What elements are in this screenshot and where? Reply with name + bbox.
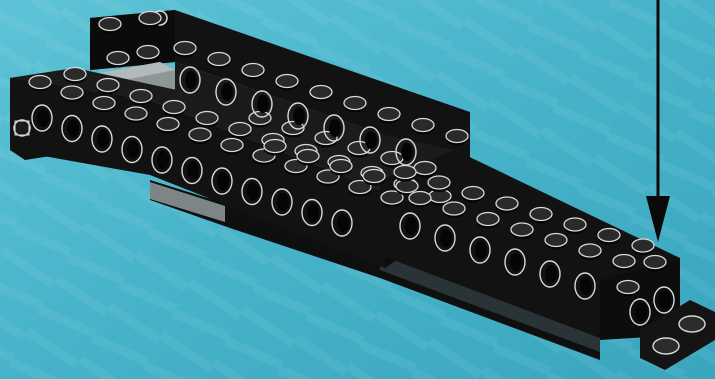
right-beam-stud — [394, 166, 416, 182]
right-beam-stud — [477, 213, 499, 229]
gray-plate-stud — [107, 52, 129, 68]
right-beam-stud — [462, 187, 484, 203]
upper-beam-stud — [174, 42, 196, 58]
end-plate-stud-1 — [653, 338, 679, 354]
end-stud — [644, 256, 666, 272]
front-beam-stud — [157, 118, 179, 134]
upper-beam-stud — [412, 119, 434, 135]
front-beam-stud — [130, 90, 152, 106]
upper-beam-stud — [242, 64, 264, 80]
left-block-stud — [99, 18, 121, 34]
end-plate-stud-2 — [679, 316, 705, 332]
upper-beam-stud — [276, 75, 298, 91]
upper-beam-stud — [446, 130, 468, 146]
left-block-stud — [139, 12, 161, 28]
upper-beam-stud — [310, 86, 332, 102]
front-beam-stud — [93, 97, 115, 113]
upper-beam-stud — [344, 97, 366, 113]
upper-beam-stud — [378, 108, 400, 124]
right-beam-stud — [496, 197, 518, 213]
front-beam-stud — [97, 79, 119, 95]
right-beam-stud — [613, 255, 635, 271]
front-beam-stud — [189, 128, 211, 144]
right-beam-stud — [564, 218, 586, 234]
front-beam-stud — [163, 101, 185, 117]
front-beam-stud — [229, 123, 251, 139]
middle-stud — [330, 160, 352, 176]
right-beam-stud — [530, 208, 552, 224]
middle-stud — [363, 170, 385, 186]
gray-plate-stud — [137, 46, 159, 62]
front-beam-stud — [64, 68, 86, 84]
front-beam-stud — [221, 139, 243, 155]
end-stud — [617, 281, 639, 297]
middle-stud — [381, 152, 403, 168]
front-beam-stud — [125, 107, 147, 123]
right-beam-stud — [598, 229, 620, 245]
right-beam-stud — [443, 202, 465, 218]
middle-stud — [297, 150, 319, 166]
right-beam-stud — [632, 239, 654, 255]
front-beam-stud — [196, 112, 218, 128]
upper-beam-stud — [208, 53, 230, 69]
middle-stud — [414, 162, 436, 178]
right-beam-stud — [579, 244, 601, 260]
front-beam-stud — [29, 76, 51, 92]
front-beam-stud — [61, 86, 83, 102]
right-beam-stud — [545, 234, 567, 250]
right-beam-stud — [511, 223, 533, 239]
middle-stud — [264, 140, 286, 156]
right-beam-stud — [409, 192, 431, 208]
right-beam-stud — [428, 176, 450, 192]
